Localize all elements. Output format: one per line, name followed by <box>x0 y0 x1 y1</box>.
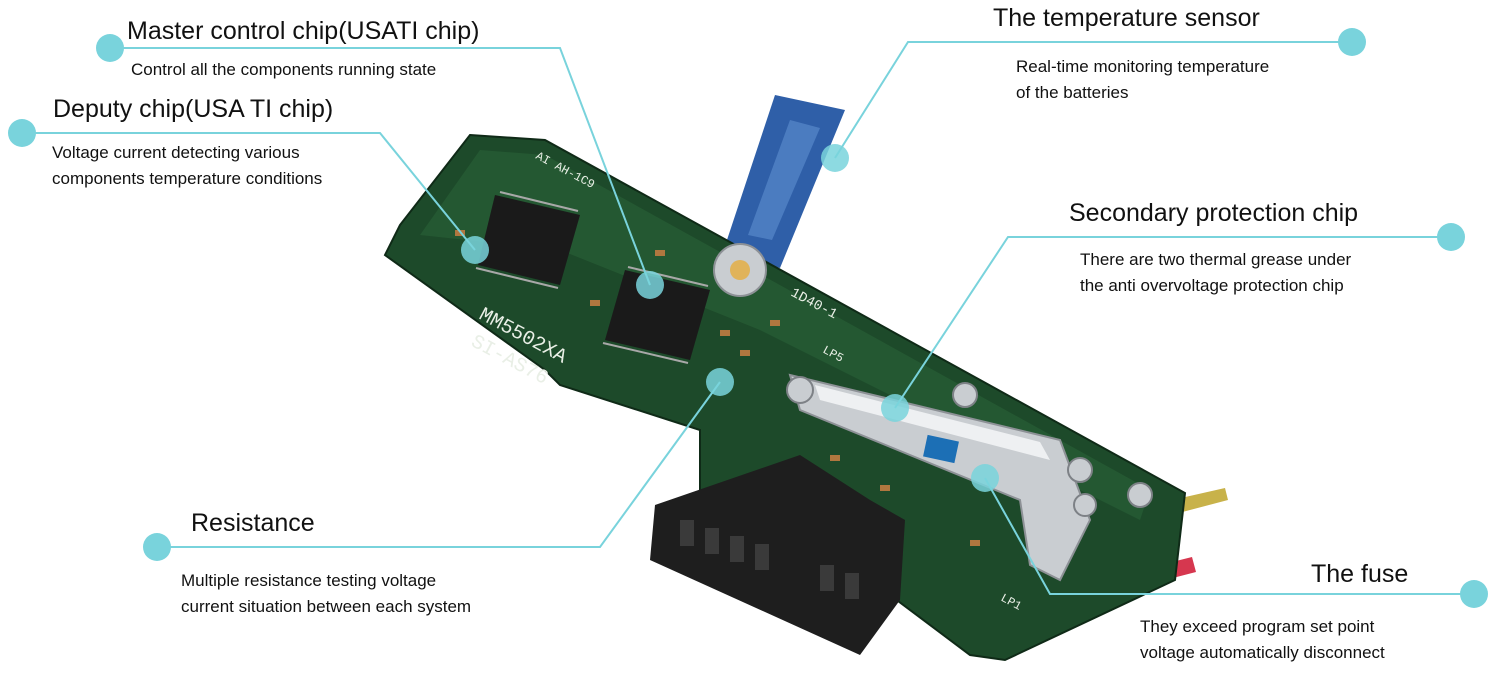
temperature-sensor-highlight <box>748 120 820 240</box>
deputy-chip-label-dot <box>8 119 36 147</box>
fuse-desc: They exceed program set point voltage au… <box>1140 617 1385 662</box>
secondary-chip-title: Secondary protection chip <box>1069 199 1359 227</box>
temp-sensor-target-dot <box>821 144 849 172</box>
master-chip-leader-line <box>110 47 651 286</box>
resistance-title: Resistance <box>191 509 315 537</box>
deputy-chip-title: Deputy chip(USA TI chip) <box>53 95 334 123</box>
sensor-pad-center <box>730 260 750 280</box>
leader-lines <box>22 41 1474 595</box>
deputy-chip-target-dot <box>461 236 489 264</box>
master-chip-target-dot <box>636 271 664 299</box>
master-chip-label-dot <box>96 34 124 62</box>
resistance-target-dot <box>706 368 734 396</box>
chip-pins <box>475 191 709 364</box>
secondary-chip-leader-line <box>894 236 1451 409</box>
master-chip-title: Master control chip(USATI chip) <box>127 17 480 45</box>
resistance-label-dot <box>143 533 171 561</box>
solder-pads <box>786 376 1153 517</box>
secondary-chip-target-dot <box>881 394 909 422</box>
fuse-label-dot <box>1460 580 1488 608</box>
deputy-chip-desc: Voltage current detecting various compon… <box>52 143 323 188</box>
resistance-leader-line <box>157 381 721 548</box>
fuse-title: The fuse <box>1311 560 1409 588</box>
secondary-chip-label-dot <box>1437 223 1465 251</box>
protection-chip <box>923 434 959 464</box>
deputy-chip-leader-line <box>22 132 476 251</box>
connector-block <box>650 455 905 655</box>
temp-sensor-title: The temperature sensor <box>993 4 1260 32</box>
connector-slots <box>680 520 859 599</box>
temp-sensor-label-dot <box>1338 28 1366 56</box>
secondary-chip-desc: There are two thermal grease under the a… <box>1080 250 1352 295</box>
fuse-target-dot <box>971 464 999 492</box>
temp-sensor-desc: Real-time monitoring temperature of the … <box>1016 57 1270 102</box>
fuse-leader-line <box>984 477 1474 595</box>
temp-sensor-leader-line <box>834 41 1352 159</box>
deputy-chip-body <box>478 195 580 285</box>
metal-strip <box>788 373 1092 582</box>
master-chip-body <box>605 270 710 360</box>
resistance-desc: Multiple resistance testing voltage curr… <box>181 571 472 616</box>
callout-dots <box>8 28 1488 608</box>
master-chip-desc: Control all the components running state <box>131 60 437 79</box>
metal-strip-shine <box>815 385 1050 460</box>
